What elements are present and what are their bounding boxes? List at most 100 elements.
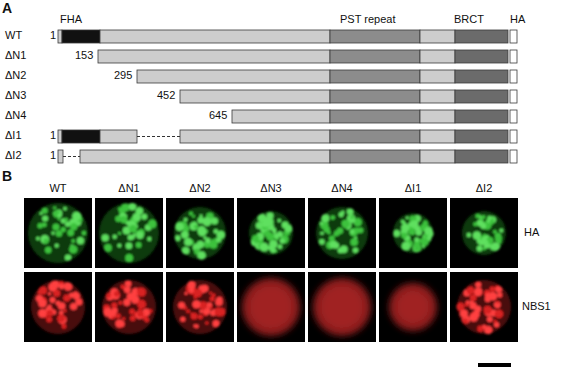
focus [350, 230, 355, 235]
focus [273, 230, 277, 234]
focus [266, 212, 273, 219]
nucleus [102, 280, 156, 334]
focus [102, 234, 109, 241]
construct-bars [58, 30, 517, 163]
focus [73, 292, 78, 297]
focus [63, 295, 70, 302]
nbs1-image [379, 272, 447, 342]
focus [264, 230, 271, 237]
focus [51, 231, 55, 235]
figure-label: ΔN2 [5, 69, 26, 82]
focus [341, 210, 344, 213]
focus [483, 306, 491, 314]
domain-segment [58, 130, 62, 143]
focus [354, 218, 362, 226]
domain-segment [455, 90, 508, 103]
focus [216, 237, 221, 242]
ha-foci [462, 211, 506, 255]
focus [70, 223, 77, 230]
ha-foci [316, 207, 368, 259]
focus [58, 315, 67, 324]
nbs1-diffuse [389, 283, 437, 331]
ha-tag [510, 110, 517, 123]
focus [480, 223, 486, 229]
focus [43, 238, 48, 243]
focus [37, 291, 41, 295]
nucleus [457, 280, 511, 334]
focus [337, 228, 343, 234]
domain-segment [330, 30, 420, 43]
focus [329, 236, 335, 242]
focus [52, 224, 59, 231]
domain-segment [330, 150, 420, 163]
focus [473, 222, 477, 226]
figure-label: ΔI1 [405, 182, 422, 195]
focus [393, 230, 400, 237]
focus [184, 218, 188, 222]
focus [125, 281, 131, 287]
focus [56, 230, 63, 237]
focus [136, 232, 144, 240]
focus [103, 308, 112, 317]
focus [137, 310, 144, 317]
focus [48, 283, 57, 292]
nucleus [462, 211, 506, 255]
focus [126, 242, 133, 249]
nucleus [316, 207, 368, 259]
focus [57, 213, 61, 217]
nucleus-core [397, 291, 429, 323]
focus [197, 251, 206, 260]
focus [42, 215, 48, 221]
figure-label: ΔN4 [331, 182, 352, 195]
focus [209, 291, 212, 294]
focus [210, 296, 215, 301]
domain-segment [420, 90, 455, 103]
domain-segment [62, 30, 100, 43]
domain-segment [455, 70, 508, 83]
domain-segment [420, 30, 455, 43]
nbs1-foci [31, 280, 85, 334]
focus [319, 239, 325, 245]
domain-segment [330, 110, 420, 123]
ha-tag [510, 50, 517, 63]
focus [63, 309, 67, 313]
nbs1-image [166, 272, 234, 342]
focus [198, 314, 203, 319]
focus [280, 238, 285, 243]
domain-segment [455, 150, 508, 163]
focus [64, 282, 72, 290]
focus [38, 309, 47, 318]
focus [47, 304, 51, 308]
focus [42, 208, 48, 214]
focus [321, 214, 329, 222]
focus [475, 282, 481, 288]
focus [57, 314, 65, 322]
ha-image [379, 198, 447, 268]
domain-segment [455, 130, 508, 143]
focus [463, 319, 468, 324]
focus [487, 316, 493, 322]
ha-image [308, 198, 376, 268]
focus [147, 237, 151, 241]
domain-segment [330, 130, 420, 143]
nbs1-image [95, 272, 163, 342]
focus [211, 239, 214, 242]
nucleus [174, 207, 226, 259]
focus [411, 220, 419, 228]
nucleus [313, 278, 371, 336]
domain-segment [180, 130, 330, 143]
nbs1-diffuse [242, 278, 300, 336]
focus [466, 300, 470, 304]
focus [401, 224, 409, 232]
nbs1-foci [456, 280, 511, 334]
focus [115, 319, 123, 327]
focus [213, 320, 220, 327]
figure-label: NBS1 [522, 300, 551, 313]
focus [467, 287, 475, 295]
domain-segment [455, 30, 508, 43]
focus [69, 245, 77, 253]
focus [65, 222, 70, 227]
focus [192, 300, 200, 308]
deletion-line [63, 156, 80, 157]
focus [194, 225, 198, 229]
